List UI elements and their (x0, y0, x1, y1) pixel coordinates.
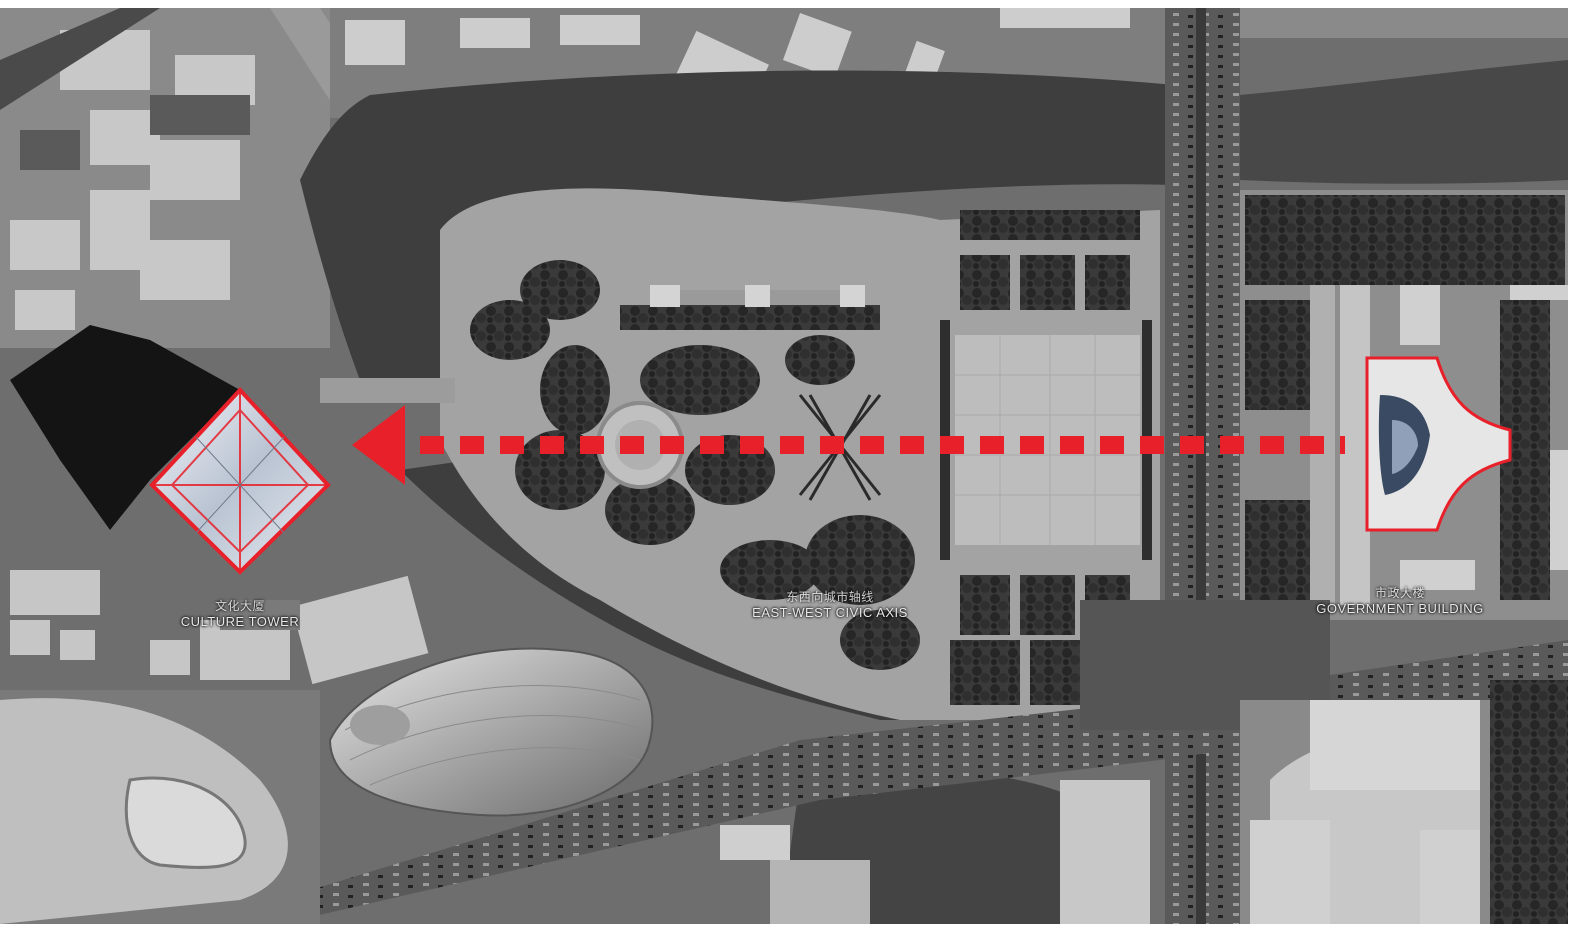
buildings-nw (10, 30, 255, 330)
river (300, 70, 1175, 380)
culture-tower-label-cn: 文化大厦 (214, 599, 265, 613)
culture-tower-label-en: CULTURE TOWER (180, 614, 300, 629)
road-nw-diagonal (0, 8, 160, 110)
civic-axis-label-en: EAST-WEST CIVIC AXIS (752, 605, 908, 620)
culture-tower-label: 文化大厦 CULTURE TOWER (165, 597, 315, 629)
civic-axis-label: 东西向城市轴线 EAST-WEST CIVIC AXIS (735, 588, 925, 620)
dome-building (328, 647, 654, 817)
civic-axis-label-cn: 东西向城市轴线 (786, 590, 874, 604)
culture-tower-footprint (149, 387, 331, 575)
government-building-footprint (1365, 356, 1512, 532)
government-building-label: 市政大楼 GOVERNMENT BUILDING (1300, 584, 1500, 616)
tower-shadow (10, 325, 240, 530)
dashed-arrow-left-icon (352, 405, 1345, 485)
government-building-label-en: GOVERNMENT BUILDING (1316, 601, 1484, 616)
government-building-label-cn: 市政大楼 (1374, 586, 1425, 600)
